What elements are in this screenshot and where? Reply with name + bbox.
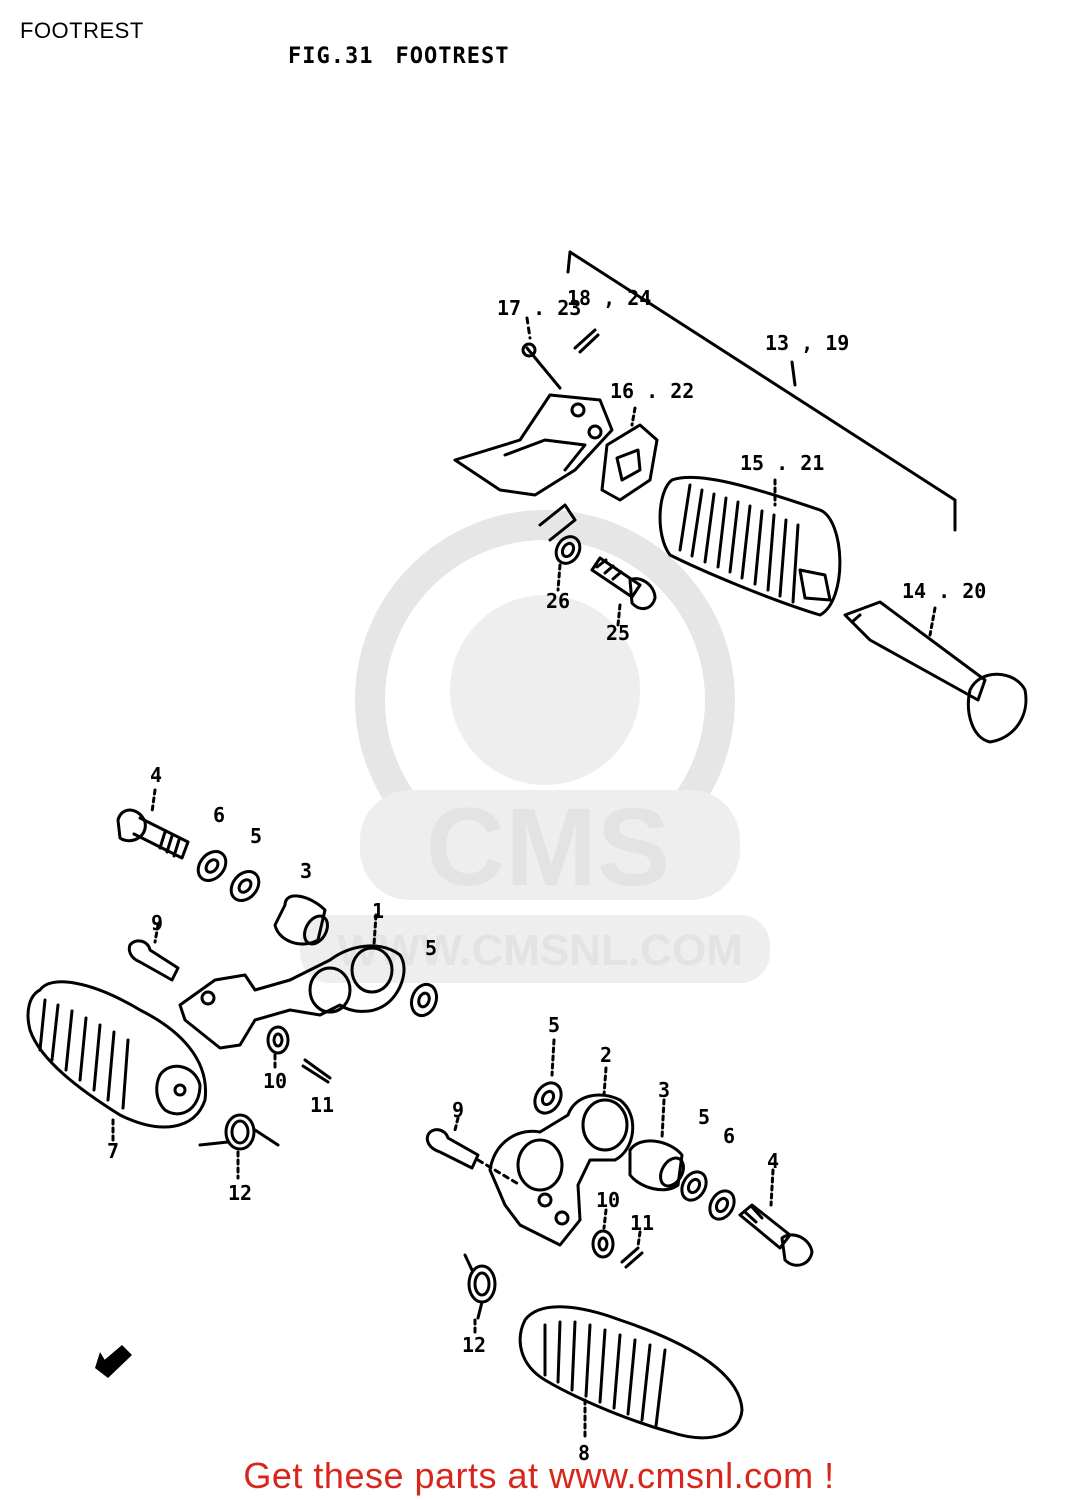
callout-15-21: 15 . 21: [740, 451, 824, 475]
watermark-url-text: WWW.CMSNL.COM: [337, 926, 743, 975]
part-washer-5-right-b: [680, 1170, 708, 1202]
callout-11-right: 11: [630, 1211, 654, 1235]
part-spring-12-left: [198, 1113, 280, 1180]
callout-10-right: 10: [596, 1188, 620, 1212]
callout-14-20: 14 . 20: [902, 579, 986, 603]
callout-4-right: 4: [767, 1149, 779, 1173]
callout-26: 26: [546, 589, 570, 613]
part-bolt-4-right: [738, 1168, 814, 1267]
part-washer-26: [554, 535, 582, 592]
part-spring-12-right: [463, 1253, 497, 1334]
callout-1-left: 1: [372, 899, 384, 923]
part-pin-17-23: [521, 316, 562, 390]
leader-13-19: [790, 360, 797, 387]
part-bolt-25: [590, 556, 657, 627]
callout-25: 25: [606, 621, 630, 645]
part-bushing-3-left: [273, 894, 329, 946]
part-footrest-bar-14-20: [843, 600, 1028, 744]
assembly-bracket-13-19: [568, 250, 957, 532]
watermark-logo-plate: [360, 790, 740, 900]
part-washer-10-right: [591, 1208, 615, 1259]
watermark-logo-text: CMS: [426, 786, 670, 909]
callout-4-left: 4: [150, 763, 162, 787]
figure-number: FIG.31: [288, 44, 374, 69]
callout-5-left-b: 5: [425, 936, 437, 960]
part-cotter-pin-11-left: [301, 1058, 332, 1084]
callout-7-left: 7: [107, 1139, 119, 1163]
part-washer-6-left: [196, 850, 228, 882]
part-bolt-4-left: [116, 788, 190, 860]
footer-link[interactable]: Get these parts at www.cmsnl.com !: [243, 1455, 835, 1496]
part-pin-9-right: [425, 1116, 522, 1187]
page-tag: FOOTREST: [20, 18, 144, 43]
callout-13-19: 13 , 19: [765, 331, 849, 355]
callout-12-left: 12: [228, 1181, 252, 1205]
part-washer-5-right: [533, 1038, 563, 1115]
cms-watermark: CMS WWW.CMSNL.COM: [300, 510, 770, 983]
part-washer-6-right: [708, 1189, 736, 1221]
assembly-bracket-tick: [566, 250, 572, 274]
part-bushing-3-right: [628, 1098, 685, 1192]
part-washer-5-left: [229, 870, 261, 902]
part-washer-10-left: [266, 1025, 290, 1072]
figure-name: FOOTREST: [395, 44, 510, 69]
part-pin-9-left: [127, 923, 180, 982]
part-cotter-pin-11-right: [620, 1230, 644, 1269]
watermark-url-plate: [300, 915, 770, 983]
part-plate-16-22: [600, 406, 659, 502]
callout-9-right: 9: [452, 1098, 464, 1122]
part-cotter-pin-18-24: [573, 328, 600, 354]
callout-2-right: 2: [600, 1043, 612, 1067]
front-arrow-icon: [95, 1345, 132, 1378]
callout-5-left: 5: [250, 824, 262, 848]
callout-5-right: 5: [548, 1013, 560, 1037]
part-footrest-bracket-1-left: [178, 913, 406, 1050]
figure-title: FIG.31 FOOTREST: [288, 44, 531, 69]
callout-11-left: 11: [310, 1093, 334, 1117]
part-footrest-rubber-7-left: [26, 980, 208, 1142]
callout-3-right: 3: [658, 1078, 670, 1102]
part-upper-footrest-bracket: [453, 393, 614, 542]
callout-6-left: 6: [213, 803, 225, 827]
callout-16-22: 16 . 22: [610, 379, 694, 403]
callout-9-left: 9: [151, 911, 163, 935]
part-washer-5-left-b: [409, 982, 439, 1018]
callout-18-24: 18 , 24: [567, 286, 651, 310]
footer-banner[interactable]: Get these parts at www.cmsnl.com !: [0, 1455, 1078, 1497]
part-footrest-rubber-15-21: [658, 475, 842, 617]
part-footrest-rubber-8-right: [518, 1305, 744, 1440]
callout-3-left: 3: [300, 859, 312, 883]
callout-17-23: 17 . 23: [497, 296, 581, 320]
watermark-mascot-face: [450, 595, 640, 785]
callout-12-right: 12: [462, 1333, 486, 1357]
callout-6-right: 6: [723, 1124, 735, 1148]
part-footrest-bracket-2-right: [488, 1066, 635, 1247]
callout-10-left: 10: [263, 1069, 287, 1093]
callout-8-right: 8: [578, 1441, 590, 1465]
callout-5-right-b: 5: [698, 1105, 710, 1129]
